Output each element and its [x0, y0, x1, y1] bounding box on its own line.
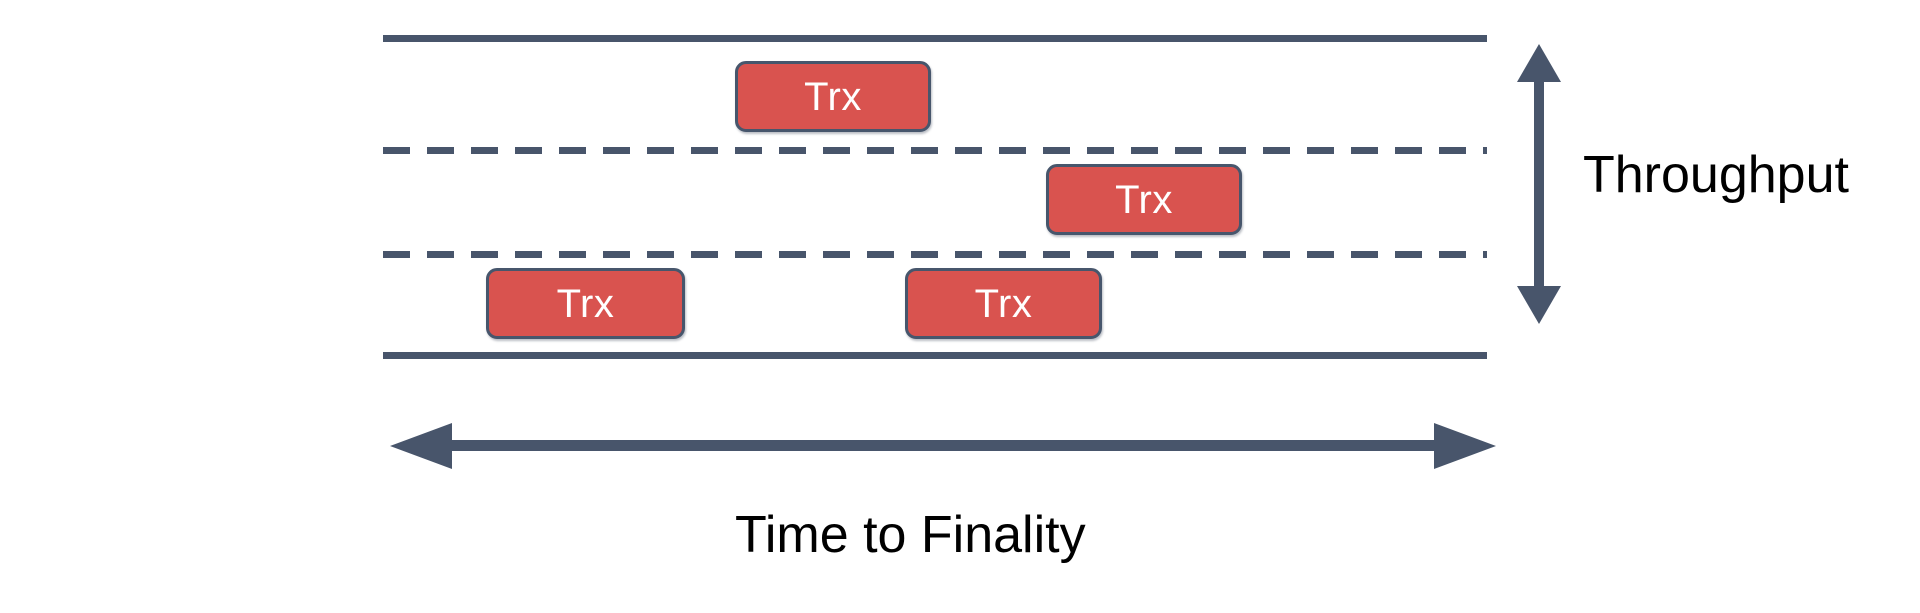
top-solid-line: [383, 35, 1487, 42]
trx-block-label: Trx: [804, 74, 862, 119]
trx-block[interactable]: Trx: [1046, 164, 1242, 235]
trx-block-label: Trx: [1115, 177, 1173, 222]
bottom-solid-line: [383, 352, 1487, 359]
upper-dashed-line: [383, 147, 1487, 154]
time-to-finality-double-arrow-icon: [388, 418, 1498, 474]
trx-block[interactable]: Trx: [735, 61, 931, 132]
trx-block[interactable]: Trx: [905, 268, 1102, 339]
time-to-finality-axis-label: Time to Finality: [735, 506, 1086, 564]
trx-block-label: Trx: [556, 281, 615, 326]
trx-block[interactable]: Trx: [486, 268, 685, 339]
trx-block-label: Trx: [974, 281, 1033, 326]
throughput-double-arrow-icon: [1514, 42, 1564, 326]
throughput-axis-label: Throughput: [1583, 146, 1849, 204]
lower-dashed-line: [383, 251, 1487, 258]
